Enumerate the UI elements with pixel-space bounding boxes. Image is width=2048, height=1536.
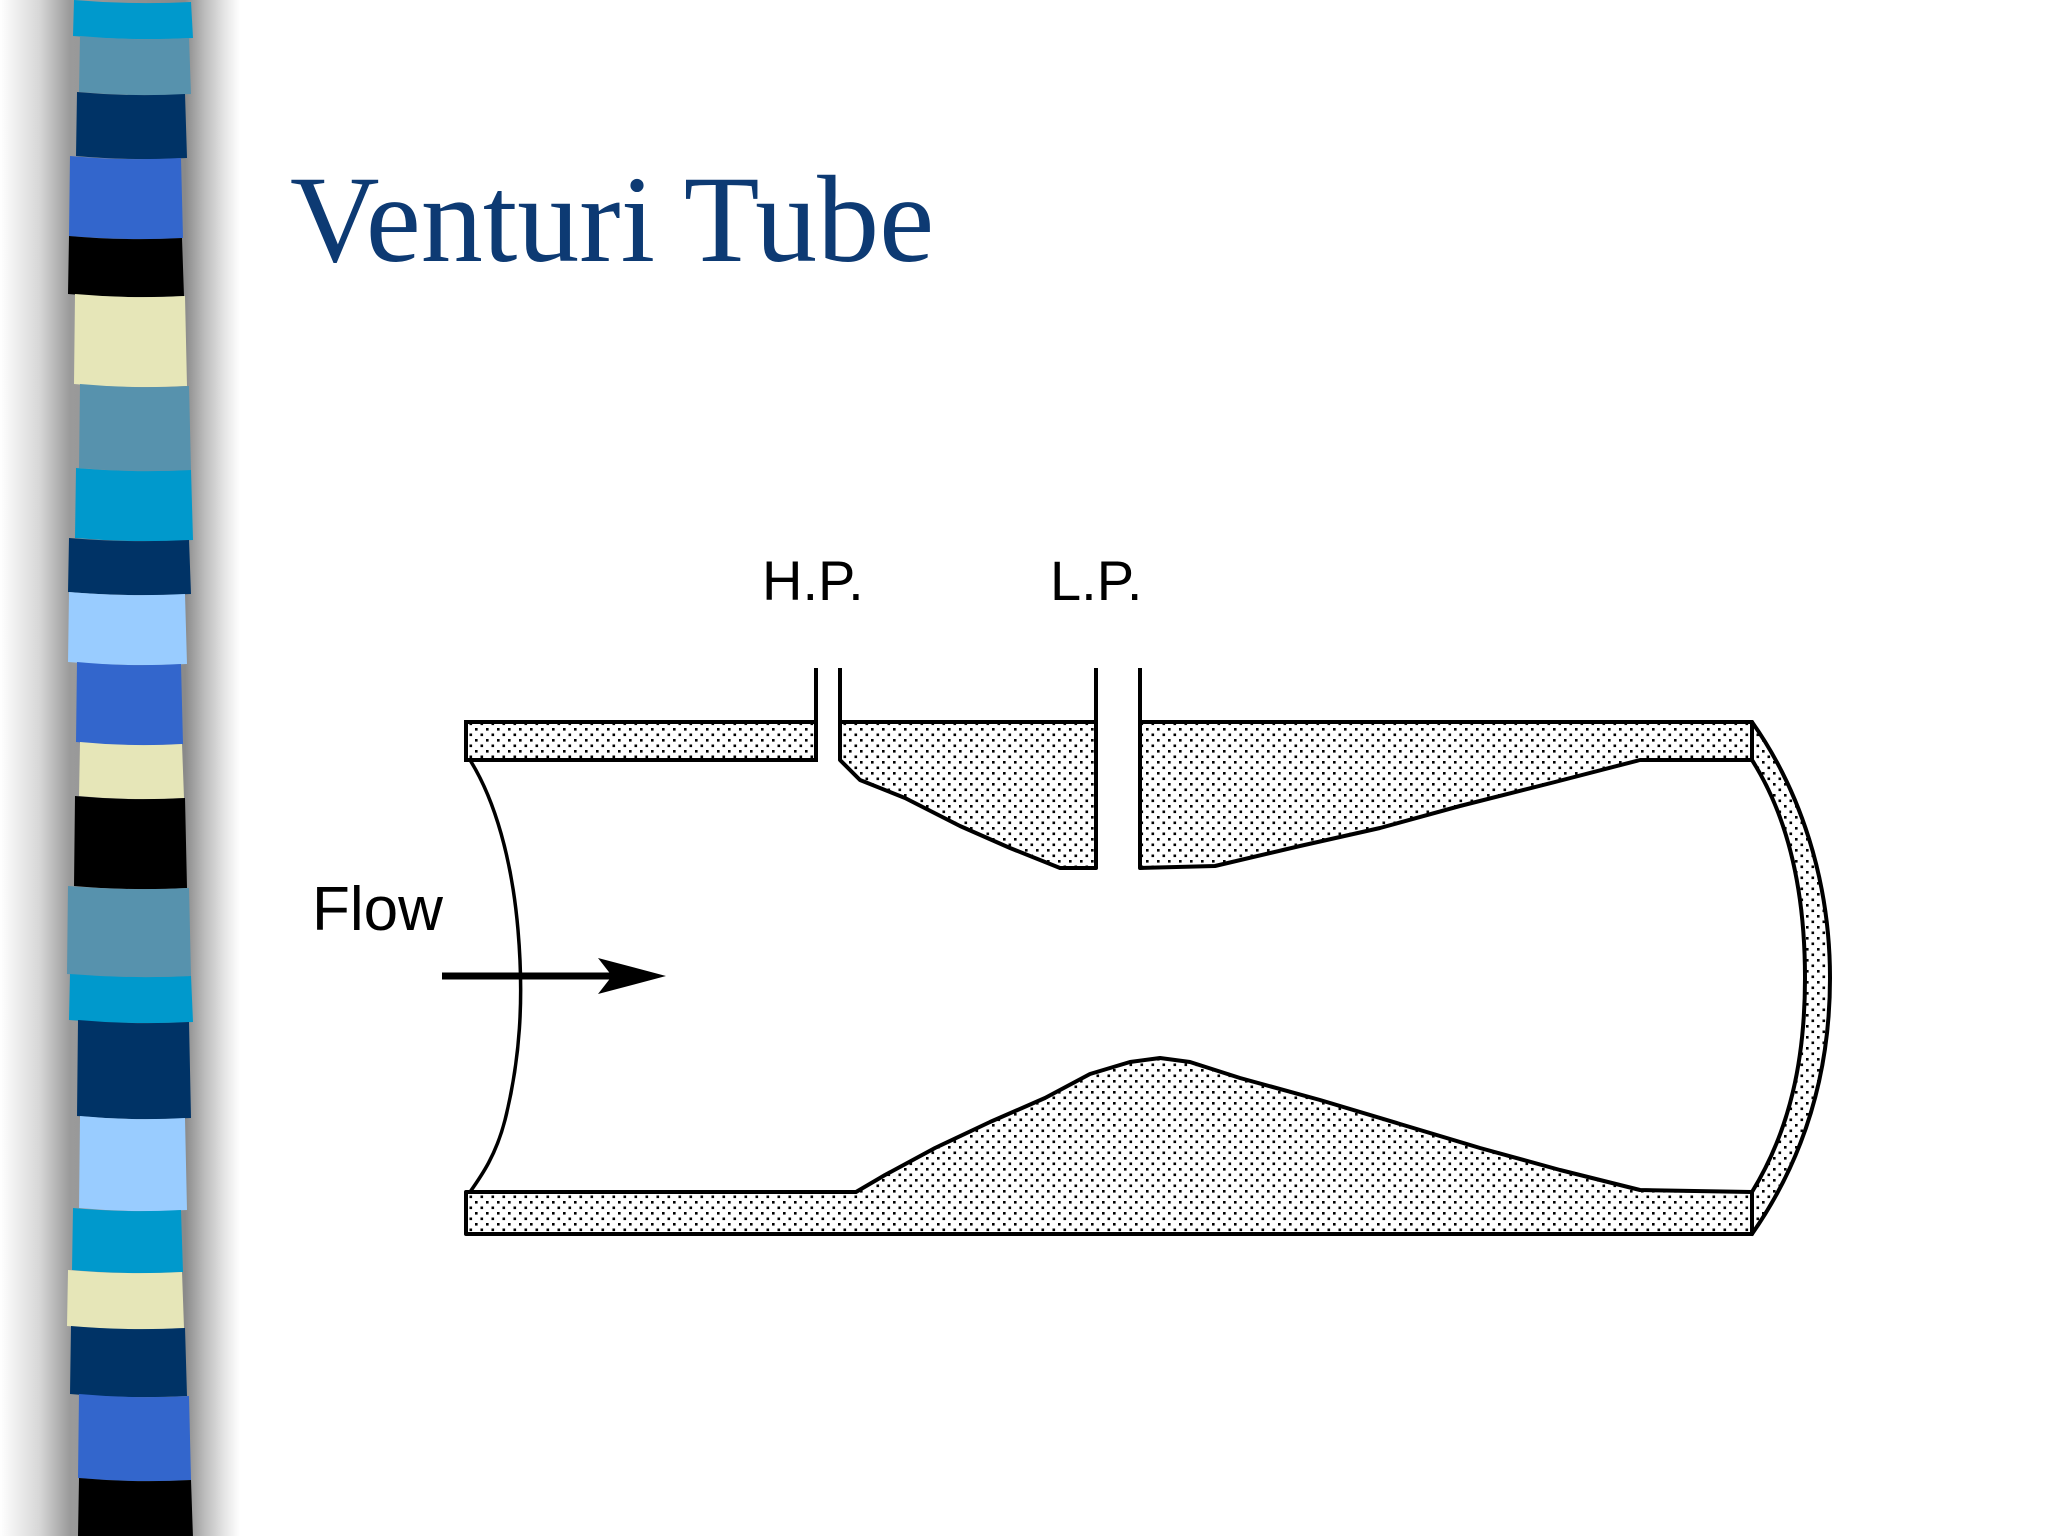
pipe-outlet-section	[1750, 720, 1832, 1236]
side-strip-band	[73, 0, 193, 40]
side-strip-band	[70, 1326, 187, 1398]
side-strip-band	[79, 1116, 187, 1212]
pipe-top-wall-upstream	[464, 720, 818, 762]
side-strip-band	[72, 1208, 183, 1274]
converging-cone-top	[838, 720, 1098, 870]
lp-tap-tube	[1094, 668, 1142, 868]
side-strip-band	[69, 156, 183, 240]
side-strip-band	[78, 1394, 191, 1482]
side-strip-band	[67, 886, 191, 978]
side-strip-band	[67, 1270, 184, 1330]
hp-tap-tube	[814, 668, 842, 760]
side-strip-band	[79, 384, 191, 472]
side-strip-band	[76, 662, 183, 746]
side-strip-band	[78, 1478, 193, 1536]
decorative-side-strip	[67, 0, 193, 1536]
flow-label: Flow	[312, 875, 443, 944]
pipe-bottom-wall-and-throat	[464, 1056, 1754, 1236]
side-strip-band	[75, 468, 193, 542]
side-strip-band	[76, 92, 187, 160]
side-strip-band	[68, 592, 187, 666]
side-strip-band	[79, 36, 191, 96]
hp-tap-label: H.P.	[762, 549, 864, 612]
diverging-cone-top	[1138, 720, 1754, 870]
side-strip-band	[79, 742, 184, 800]
pipe-inlet-break-line	[468, 759, 523, 1194]
lp-tap-label: L.P.	[1050, 549, 1142, 612]
side-strip-band	[74, 796, 187, 890]
slide-title: Venturi Tube	[290, 151, 935, 288]
side-strip-band	[74, 294, 187, 388]
side-strip-band	[69, 974, 193, 1024]
side-strip-band	[77, 1020, 191, 1120]
flow-arrow	[442, 958, 666, 994]
side-strip-band	[68, 538, 191, 596]
side-strip-band	[68, 236, 184, 298]
